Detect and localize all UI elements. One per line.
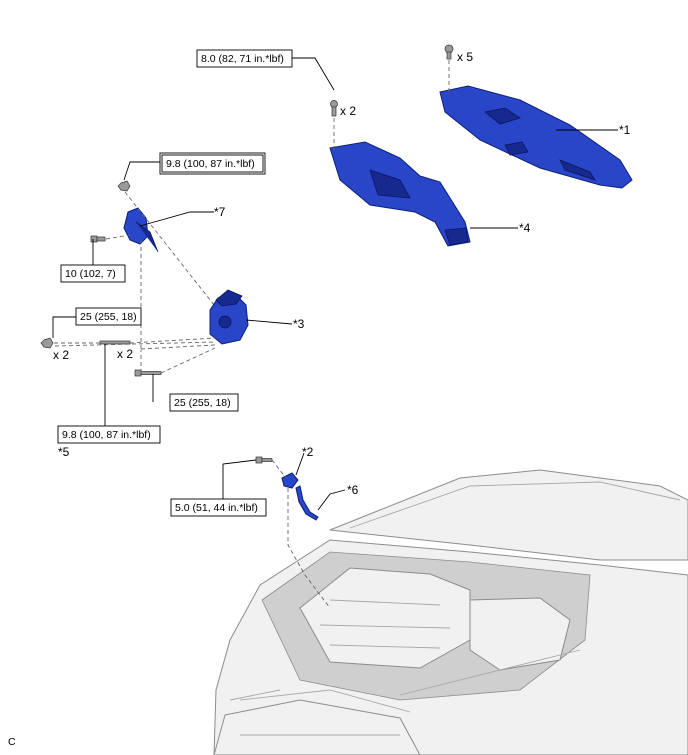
svg-text:25 (255, 18): 25 (255, 18) — [80, 311, 137, 323]
svg-text:9.8 (100, 87 in.*lbf): 9.8 (100, 87 in.*lbf) — [62, 429, 151, 441]
figure-code: C — [8, 736, 16, 748]
air-cleaner-inlet — [329, 141, 471, 247]
nut-guide-line — [124, 191, 219, 311]
callout-3: *3 — [293, 317, 305, 331]
callout-7: *7 — [214, 205, 226, 219]
callout-2: *2 — [302, 445, 314, 459]
clamp-bolt-icon — [330, 100, 338, 117]
bracket-bolt-icon — [90, 235, 106, 243]
svg-text:9.8 (100, 87 in.*lbf): 9.8 (100, 87 in.*lbf) — [166, 158, 255, 170]
torque-spec-stud-bolt: 9.8 (100, 87 in.*lbf) — [57, 425, 161, 444]
lower-bolt-icon — [134, 369, 162, 377]
svg-text:10 (102, 7): 10 (102, 7) — [65, 268, 116, 280]
torque-spec-bracket-bolt: 10 (102, 7) — [60, 264, 126, 283]
clip-icon — [444, 44, 454, 60]
hose-guide-lines — [271, 459, 331, 609]
qty-cowl-clamps: x 2 — [340, 104, 356, 118]
qty-studs: x 2 — [117, 347, 133, 361]
bracket-guide-line — [105, 234, 131, 240]
torque-spec-mount-bolt-lower: 25 (255, 18) — [169, 393, 239, 412]
torque-spec-sensor-nut: 9.8 (100, 87 in.*lbf) — [159, 152, 266, 175]
hose — [295, 485, 319, 521]
hose-clamp — [281, 472, 299, 489]
leader-lines — [52, 57, 618, 511]
torque-spec-cowl-clamp: 8.0 (82, 71 in.*lbf) — [196, 49, 293, 68]
qty-clips: x 5 — [457, 50, 473, 64]
hose-bolt-icon — [255, 456, 273, 464]
qty-left-bolts: x 2 — [53, 348, 69, 362]
torque-spec-mount-bolt-left: 25 (255, 18) — [75, 307, 142, 326]
svg-text:8.0 (82, 71 in.*lbf): 8.0 (82, 71 in.*lbf) — [201, 53, 284, 65]
stud-bolt-icon — [99, 340, 131, 345]
vehicle-illustration — [213, 469, 688, 755]
sensor-bracket — [123, 207, 159, 253]
callout-1: *1 — [619, 123, 631, 137]
actuator-assembly — [209, 289, 249, 345]
callout-4: *4 — [519, 221, 531, 235]
cowl-top-cover — [439, 85, 633, 189]
sensor-nut-icon — [117, 180, 131, 192]
mount-guide-lines — [54, 240, 216, 374]
mount-bolt-icon — [40, 337, 54, 349]
torque-spec-hose-bolt: 5.0 (51, 44 in.*lbf) — [170, 498, 267, 517]
svg-text:5.0 (51, 44 in.*lbf): 5.0 (51, 44 in.*lbf) — [175, 502, 258, 514]
svg-text:25 (255, 18): 25 (255, 18) — [174, 397, 231, 409]
callout-5: *5 — [58, 445, 70, 459]
callout-6: *6 — [347, 483, 359, 497]
